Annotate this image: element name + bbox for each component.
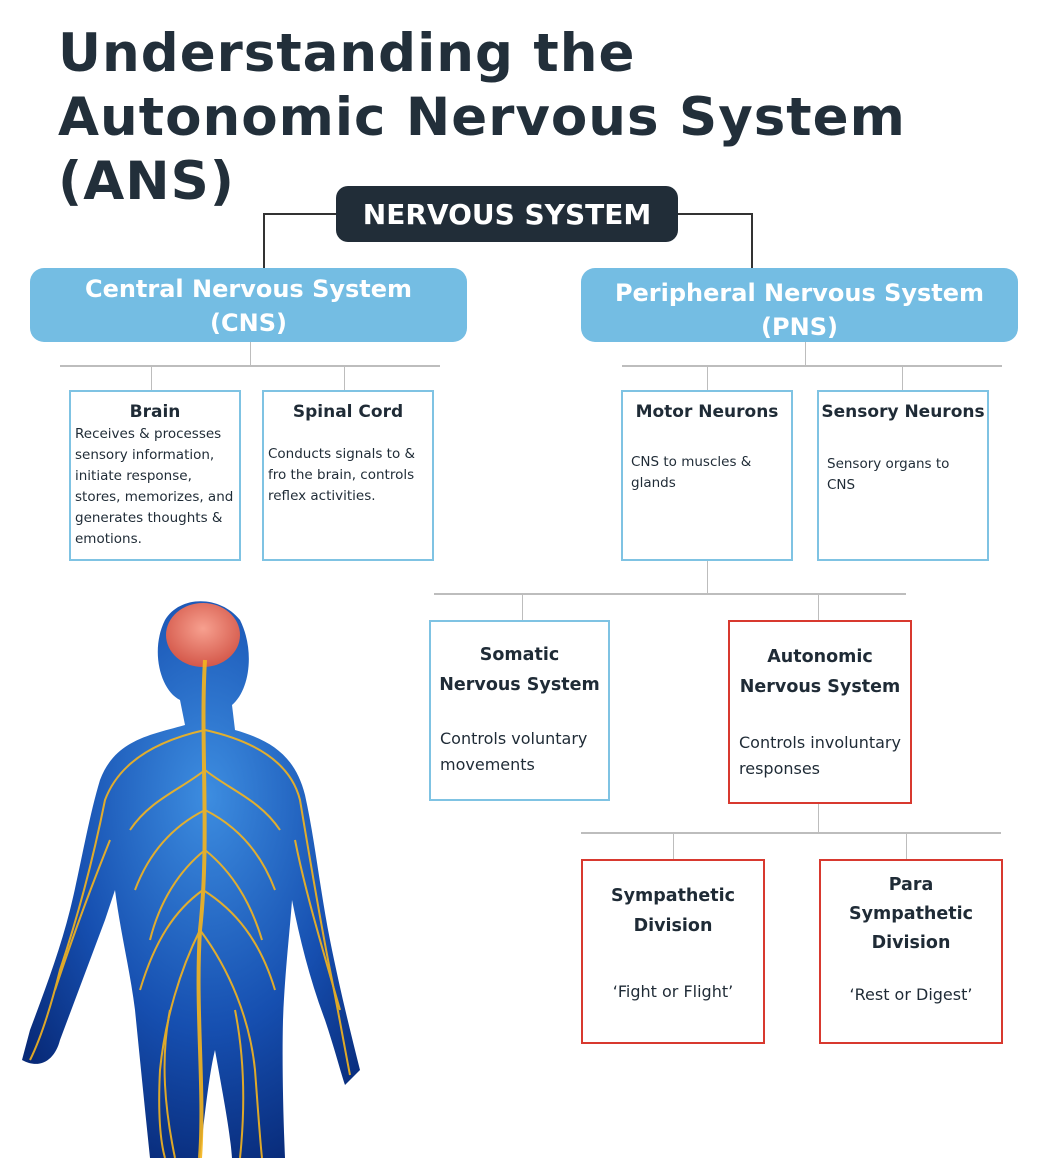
- box-heading: Para: [888, 875, 934, 895]
- sensory-neurons-box: Sensory Neurons Sensory organs to CNS: [817, 390, 989, 561]
- box-text: Conducts signals to & fro the brain, con…: [268, 446, 416, 504]
- cns-node: Central Nervous System (CNS): [30, 268, 467, 342]
- connector: [707, 366, 708, 390]
- connector: [906, 833, 907, 860]
- node-label: NERVOUS SYSTEM: [362, 197, 652, 231]
- box-heading: Brain: [129, 402, 181, 422]
- box-text: Controls involuntary responses: [739, 733, 901, 778]
- title-line-1: Understanding the: [58, 23, 636, 84]
- connector: [673, 833, 674, 860]
- spinal-cord-box: Spinal Cord Conducts signals to & fro th…: [262, 390, 434, 561]
- box-heading: Division: [633, 916, 713, 936]
- sympathetic-box: Sympathetic Division ‘Fight or Flight’: [581, 859, 765, 1044]
- page-title: Understanding the Autonomic Nervous Syst…: [58, 22, 1038, 214]
- node-label: (CNS): [210, 309, 287, 337]
- human-nervous-system-illustration: [22, 601, 360, 1158]
- box-text: Controls voluntary movements: [440, 729, 588, 774]
- box-text: Sensory organs to CNS: [827, 456, 950, 493]
- somatic-box: Somatic Nervous System Controls voluntar…: [429, 620, 610, 801]
- box-text: ‘Rest or Digest’: [849, 985, 973, 1004]
- box-heading: Nervous System: [739, 677, 901, 697]
- box-heading: Division: [871, 933, 951, 953]
- connector: [751, 213, 753, 269]
- connector: [151, 366, 152, 390]
- connector: [434, 593, 906, 595]
- box-heading: Spinal Cord: [292, 402, 404, 422]
- box-heading: Somatic: [479, 645, 560, 665]
- connector: [622, 365, 1002, 367]
- box-text: Receives & processes sensory information…: [75, 426, 234, 547]
- pns-node: Peripheral Nervous System (PNS): [581, 268, 1018, 342]
- box-heading: Motor Neurons: [635, 402, 779, 422]
- connector: [707, 560, 708, 594]
- brain-icon: [166, 603, 240, 667]
- connector: [344, 366, 345, 390]
- connector: [581, 832, 1001, 834]
- nerve-lines: [29, 659, 351, 1158]
- connector: [263, 213, 336, 215]
- box-text: ‘Fight or Flight’: [612, 982, 734, 1001]
- motor-neurons-box: Motor Neurons CNS to muscles & glands: [621, 390, 793, 561]
- box-heading: Autonomic: [767, 647, 873, 667]
- title-line-2: Autonomic Nervous System (ANS): [58, 87, 906, 212]
- box-heading: Sympathetic: [610, 886, 735, 906]
- box-heading: Sensory Neurons: [821, 402, 985, 422]
- connector: [818, 594, 819, 621]
- connector: [522, 594, 523, 621]
- nervous-system-node: NERVOUS SYSTEM: [336, 186, 678, 242]
- connector: [60, 365, 440, 367]
- connector: [250, 342, 251, 366]
- connector: [902, 366, 903, 390]
- parasympathetic-box: Para Sympathetic Division ‘Rest or Diges…: [819, 859, 1003, 1044]
- box-heading: Sympathetic: [848, 904, 973, 924]
- connector: [263, 213, 265, 269]
- connector: [805, 342, 806, 366]
- connector: [818, 803, 819, 833]
- brain-box: Brain Receives & processes sensory infor…: [69, 390, 241, 561]
- node-label: Peripheral Nervous System: [614, 279, 985, 307]
- autonomic-box: Autonomic Nervous System Controls involu…: [728, 620, 912, 804]
- body-silhouette: [22, 601, 360, 1158]
- box-heading: Nervous System: [439, 675, 600, 695]
- box-text: CNS to muscles & glands: [631, 454, 752, 491]
- node-label: Central Nervous System: [84, 275, 413, 303]
- connector: [678, 213, 753, 215]
- node-label: (PNS): [761, 313, 838, 341]
